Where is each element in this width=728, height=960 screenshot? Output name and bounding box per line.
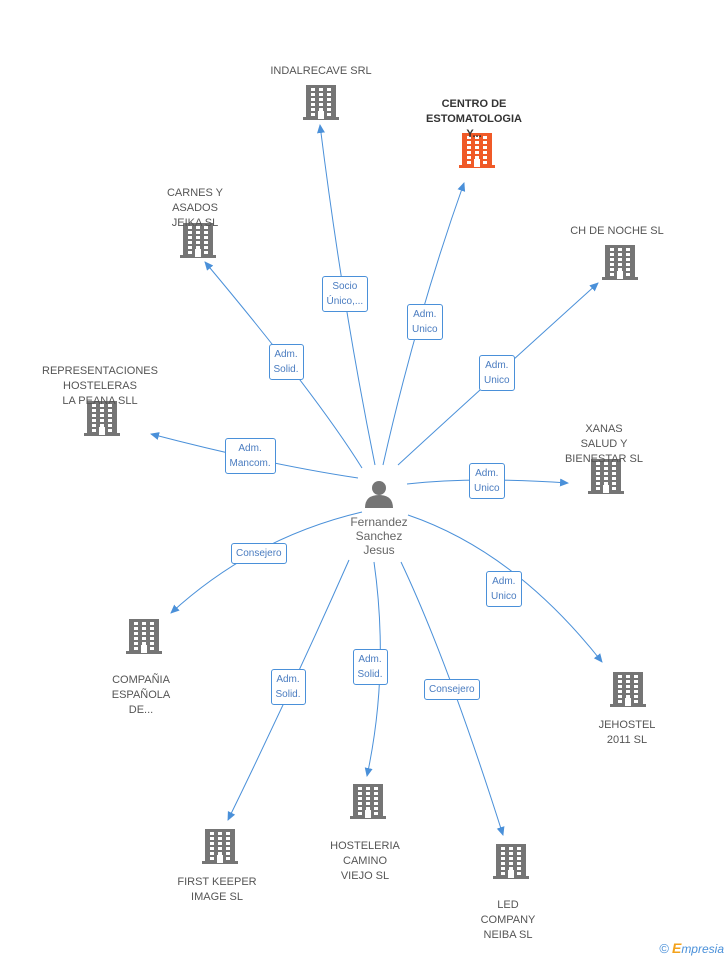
company-label-xanas[interactable]: XANAS SALUD Y BIENESTAR SL xyxy=(564,423,644,465)
copyright-symbol: © xyxy=(659,941,669,956)
company-label-carnes[interactable]: CARNES Y ASADOS JEIKA SL xyxy=(166,187,224,229)
brand-initial: E xyxy=(671,940,682,956)
building-icon-chdenoche[interactable] xyxy=(602,245,638,280)
building-icon-xanas[interactable] xyxy=(588,459,624,494)
building-icon-firstkeeper[interactable] xyxy=(202,829,238,864)
person-icon[interactable] xyxy=(365,481,393,508)
relation-label-representaciones[interactable]: Adm. Mancom. xyxy=(224,438,276,474)
company-label-chdenoche[interactable]: CH DE NOCHE SL xyxy=(570,225,664,237)
person-name-label[interactable]: Fernandez Sanchez Jesus xyxy=(350,515,408,557)
company-label-jehostel[interactable]: JEHOSTEL 2011 SL xyxy=(598,719,656,746)
relation-label-firstkeeper[interactable]: Adm. Solid. xyxy=(270,669,306,705)
company-label-led[interactable]: LED COMPANY NEIBA SL xyxy=(480,899,536,941)
relation-label-hosteleria[interactable]: Adm. Solid. xyxy=(352,649,388,685)
relation-label-indalrecave[interactable]: Socio Único,... xyxy=(321,276,369,312)
building-icon-compania[interactable] xyxy=(126,619,162,654)
edge-line-jehostel xyxy=(407,514,603,663)
company-label-firstkeeper[interactable]: FIRST KEEPER IMAGE SL xyxy=(177,876,257,903)
relation-label-carnes[interactable]: Adm. Solid. xyxy=(268,344,304,380)
building-icon-led[interactable] xyxy=(493,844,529,879)
relation-label-xanas[interactable]: Adm. Unico xyxy=(469,463,505,499)
building-icon-indalrecave[interactable] xyxy=(303,85,339,120)
relation-label-led[interactable]: Consejero xyxy=(424,678,480,700)
building-icon-representaciones[interactable] xyxy=(84,401,120,436)
company-label-indalrecave[interactable]: INDALRECAVE SRL xyxy=(270,65,372,77)
brand-name: mpresia xyxy=(681,942,724,956)
company-label-centro[interactable]: CENTRO DE ESTOMATOLOGIA Y... xyxy=(426,98,522,140)
relation-label-compania[interactable]: Consejero xyxy=(231,542,287,564)
building-icon-carnes[interactable] xyxy=(180,223,216,258)
building-icon-centro[interactable] xyxy=(459,133,495,168)
building-icon-hosteleria[interactable] xyxy=(350,784,386,819)
empresia-watermark: ©Empresia xyxy=(659,940,724,956)
building-icon-jehostel[interactable] xyxy=(610,672,646,707)
relation-label-centro[interactable]: Adm. Unico xyxy=(407,304,443,340)
company-label-hosteleria[interactable]: HOSTELERIA CAMINO VIEJO SL xyxy=(330,840,400,882)
company-label-representaciones[interactable]: REPRESENTACIONES HOSTELERAS LA PEANA SLL xyxy=(42,365,158,407)
company-label-compania[interactable]: COMPAÑIA ESPAÑOLA DE... xyxy=(111,674,171,716)
relation-label-jehostel[interactable]: Adm. Unico xyxy=(486,571,522,607)
relation-label-chdenoche[interactable]: Adm. Unico xyxy=(479,355,515,391)
